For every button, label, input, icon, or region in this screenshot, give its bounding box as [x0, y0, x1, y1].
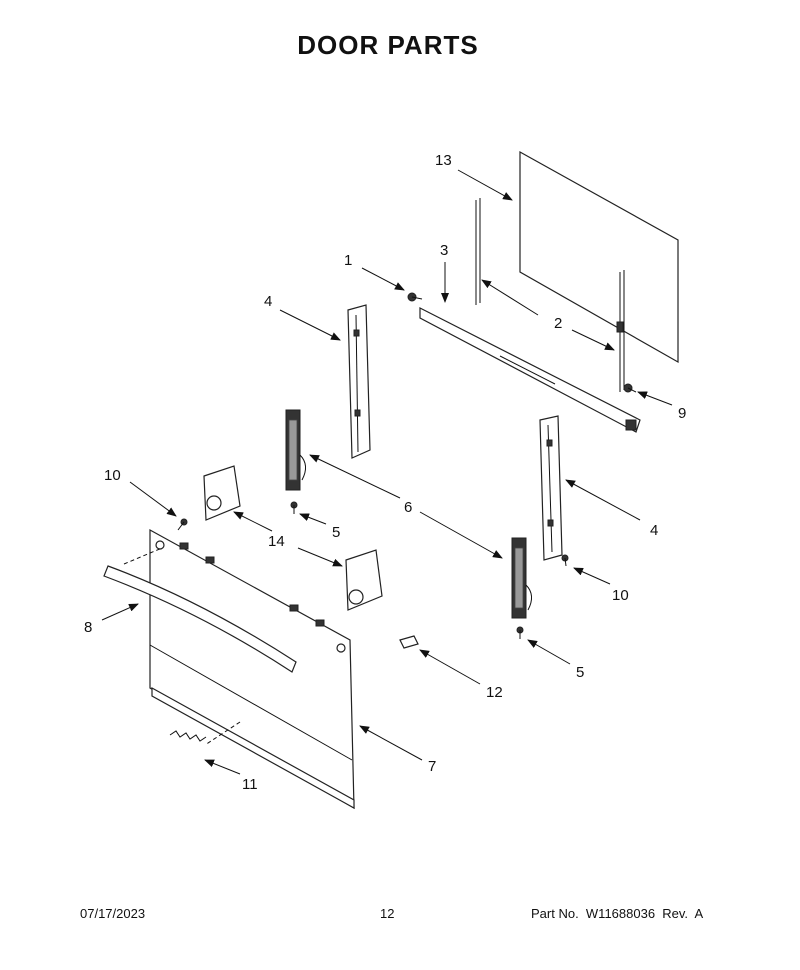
glass-bracket-part — [475, 198, 625, 392]
callout-11: 11 — [242, 776, 258, 793]
callout-10-right: 10 — [612, 587, 629, 604]
callout-10-left: 10 — [104, 467, 121, 484]
callout-labels: 13 1 3 2 4 9 4 6 5 5 10 10 14 8 12 7 11 — [84, 152, 686, 793]
clip-part — [399, 635, 419, 649]
footer-part-number: Part No. W11688036 Rev. A — [531, 906, 704, 921]
glass-panel-part — [519, 150, 679, 364]
door-vent-part — [169, 730, 207, 742]
screw-part — [177, 292, 637, 639]
footer-page-number: 12 — [380, 906, 395, 921]
footer-date: 07/17/2023 — [80, 906, 146, 921]
callout-4-right: 4 — [650, 522, 658, 539]
outer-door-panel-part — [149, 528, 355, 810]
callout-9: 9 — [678, 405, 686, 422]
callout-14: 14 — [268, 533, 285, 550]
callout-1: 1 — [344, 252, 352, 269]
callout-5-left: 5 — [332, 524, 340, 541]
door-handle-part — [103, 565, 297, 673]
leader-lines — [101, 169, 673, 775]
door-trim-part — [419, 307, 641, 433]
callout-5-right: 5 — [576, 664, 584, 681]
right-hinge-part — [511, 537, 532, 619]
callout-2: 2 — [554, 315, 562, 332]
callout-7: 7 — [428, 758, 436, 775]
callout-3: 3 — [440, 242, 448, 259]
callout-8: 8 — [84, 619, 92, 636]
left-door-liner-part — [347, 304, 371, 459]
right-door-liner-part — [539, 415, 563, 561]
page-title: DOOR PARTS — [297, 30, 479, 60]
handle-bracket-part — [203, 465, 383, 611]
left-hinge-part — [285, 409, 306, 491]
callout-6: 6 — [404, 499, 412, 516]
callout-12: 12 — [486, 684, 503, 701]
callout-13: 13 — [435, 152, 452, 169]
callout-4-left: 4 — [264, 293, 272, 310]
